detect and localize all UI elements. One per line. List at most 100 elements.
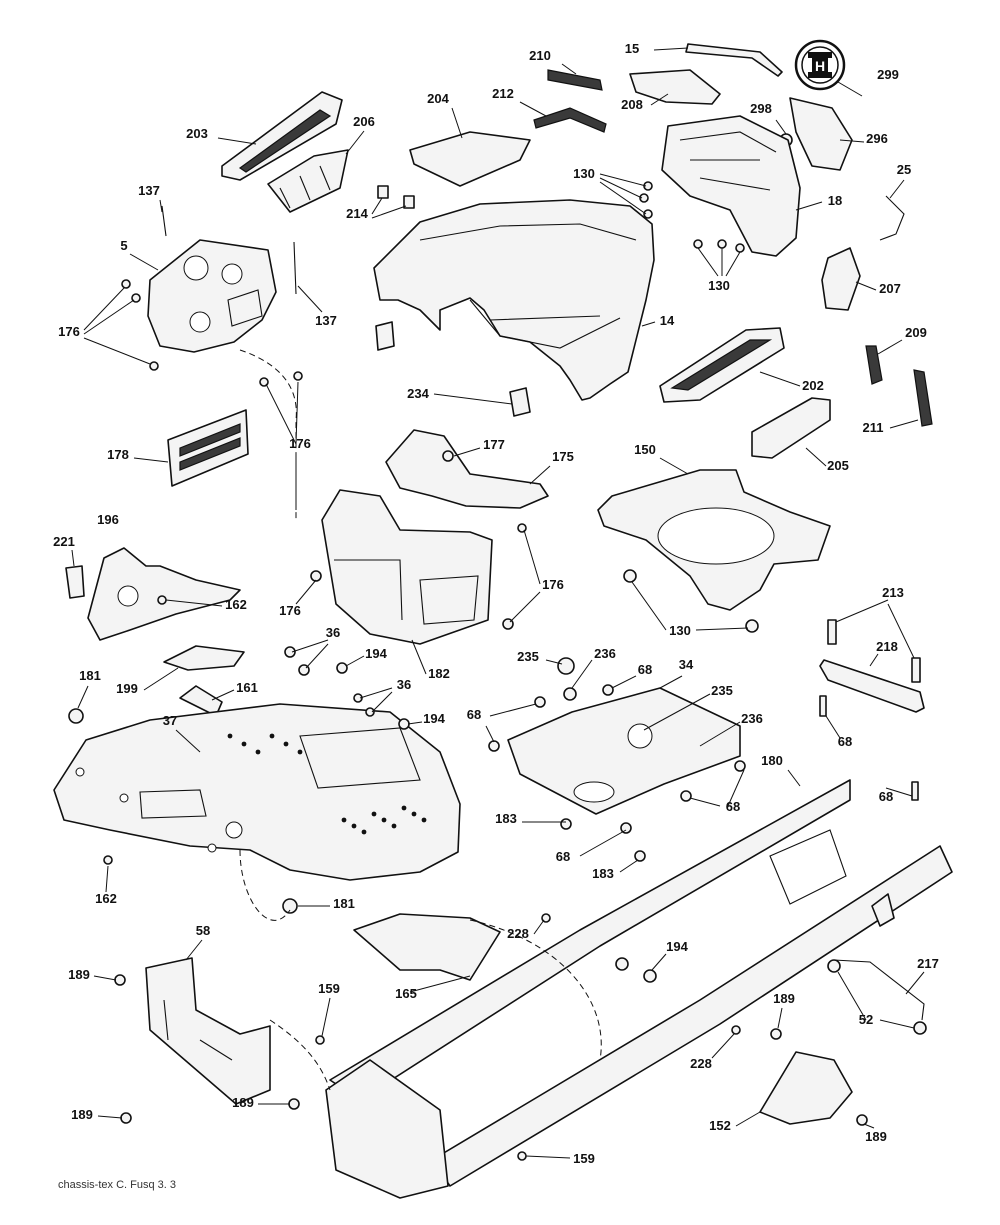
footer-text: chassis-tex C. Fusq 3. 3 xyxy=(58,1179,176,1191)
callout-150: 150 xyxy=(634,442,656,457)
callout-36: 36 xyxy=(397,677,411,692)
callout-202: 202 xyxy=(802,378,824,393)
callout-162: 162 xyxy=(225,597,247,612)
callout-182: 182 xyxy=(428,666,450,681)
part-15-hood-strip xyxy=(685,43,783,77)
part-196-steering-cover xyxy=(87,547,241,641)
part-152-plate xyxy=(759,1051,853,1125)
part-211-strip xyxy=(913,369,933,427)
callout-68: 68 xyxy=(838,734,852,749)
part-34-plate xyxy=(507,687,741,815)
callout-159: 159 xyxy=(318,981,340,996)
callout-68: 68 xyxy=(726,799,740,814)
part-212-grille xyxy=(533,107,607,133)
callout-228: 228 xyxy=(507,926,529,941)
callout-228: 228 xyxy=(690,1056,712,1071)
callout-213: 213 xyxy=(882,585,904,600)
part-207-corner xyxy=(821,247,861,311)
part-217-link-rod xyxy=(833,959,925,1021)
callout-210: 210 xyxy=(529,48,551,63)
callout-137: 137 xyxy=(315,313,337,328)
leader-lines xyxy=(71,47,925,1159)
part-176-screws xyxy=(121,279,303,387)
callout-194: 194 xyxy=(666,939,688,954)
callout-130: 130 xyxy=(708,278,730,293)
part-161-bracket xyxy=(179,685,223,717)
callout-205: 205 xyxy=(827,458,849,473)
callout-68: 68 xyxy=(879,789,893,804)
part-fastener-misc xyxy=(103,181,759,1161)
callout-15: 15 xyxy=(625,41,639,56)
callout-5: 5 xyxy=(120,238,127,253)
part-58-bracket xyxy=(145,957,271,1105)
part-194-nuts xyxy=(336,662,657,983)
callout-194: 194 xyxy=(365,646,387,661)
part-199-plate xyxy=(163,645,245,671)
callout-199: 199 xyxy=(116,681,138,696)
part-214-clips xyxy=(377,185,415,209)
callout-36: 36 xyxy=(326,625,340,640)
brand-logo: H xyxy=(794,39,863,97)
callout-206: 206 xyxy=(353,114,375,129)
callout-180: 180 xyxy=(761,753,783,768)
callout-130: 130 xyxy=(669,623,691,638)
callout-176: 176 xyxy=(542,577,564,592)
callout-298: 298 xyxy=(750,101,772,116)
callout-235: 235 xyxy=(517,649,539,664)
callout-299: 299 xyxy=(877,67,899,82)
part-182-dash-housing xyxy=(321,489,493,645)
callout-176: 176 xyxy=(279,603,301,618)
callout-212: 212 xyxy=(492,86,514,101)
part-209-strip xyxy=(865,345,883,385)
callout-165: 165 xyxy=(395,986,417,1001)
part-210-grille xyxy=(547,69,603,91)
callout-236: 236 xyxy=(594,646,616,661)
callout-68: 68 xyxy=(638,662,652,677)
callout-296: 296 xyxy=(866,131,888,146)
callout-34: 34 xyxy=(679,657,694,672)
callout-68: 68 xyxy=(467,707,481,722)
callout-176: 176 xyxy=(58,324,80,339)
callout-189: 189 xyxy=(232,1095,254,1110)
callout-183: 183 xyxy=(495,811,517,826)
callout-181: 181 xyxy=(333,896,355,911)
callout-137: 137 xyxy=(138,183,160,198)
part-206-bracket xyxy=(267,149,349,213)
part-37-footrest xyxy=(53,703,461,881)
callout-194: 194 xyxy=(423,711,445,726)
callout-235: 235 xyxy=(711,683,733,698)
part-236-bushing xyxy=(563,687,577,701)
part-221-plate xyxy=(65,565,85,599)
callout-152: 152 xyxy=(709,1118,731,1133)
callout-189: 189 xyxy=(68,967,90,982)
callout-68: 68 xyxy=(556,849,570,864)
callout-211: 211 xyxy=(863,420,884,435)
part-189-bolts xyxy=(114,974,868,1126)
callout-234: 234 xyxy=(407,386,429,401)
part-frame-right-rail xyxy=(431,845,953,1187)
logo-letter: H xyxy=(815,58,825,74)
callout-203: 203 xyxy=(186,126,208,141)
callout-196: 196 xyxy=(97,512,119,527)
callout-176: 176 xyxy=(289,436,311,451)
part-218-bracket xyxy=(819,659,925,713)
callout-58: 58 xyxy=(196,923,210,938)
callout-178: 178 xyxy=(107,447,129,462)
callout-189: 189 xyxy=(71,1107,93,1122)
part-181-grommet xyxy=(68,708,84,724)
part-177-nut xyxy=(442,450,454,462)
callout-161: 161 xyxy=(236,680,258,695)
callout-175: 175 xyxy=(552,449,574,464)
callout-159: 159 xyxy=(573,1151,595,1166)
callout-162: 162 xyxy=(95,891,117,906)
callout-207: 207 xyxy=(879,281,901,296)
part-235-spacer xyxy=(557,657,575,675)
part-205-headlight xyxy=(751,397,831,459)
callout-14: 14 xyxy=(660,313,675,328)
callout-177: 177 xyxy=(483,437,505,452)
callout-209: 209 xyxy=(905,325,927,340)
callout-25: 25 xyxy=(897,162,911,177)
part-203-dash-trim xyxy=(221,91,343,181)
